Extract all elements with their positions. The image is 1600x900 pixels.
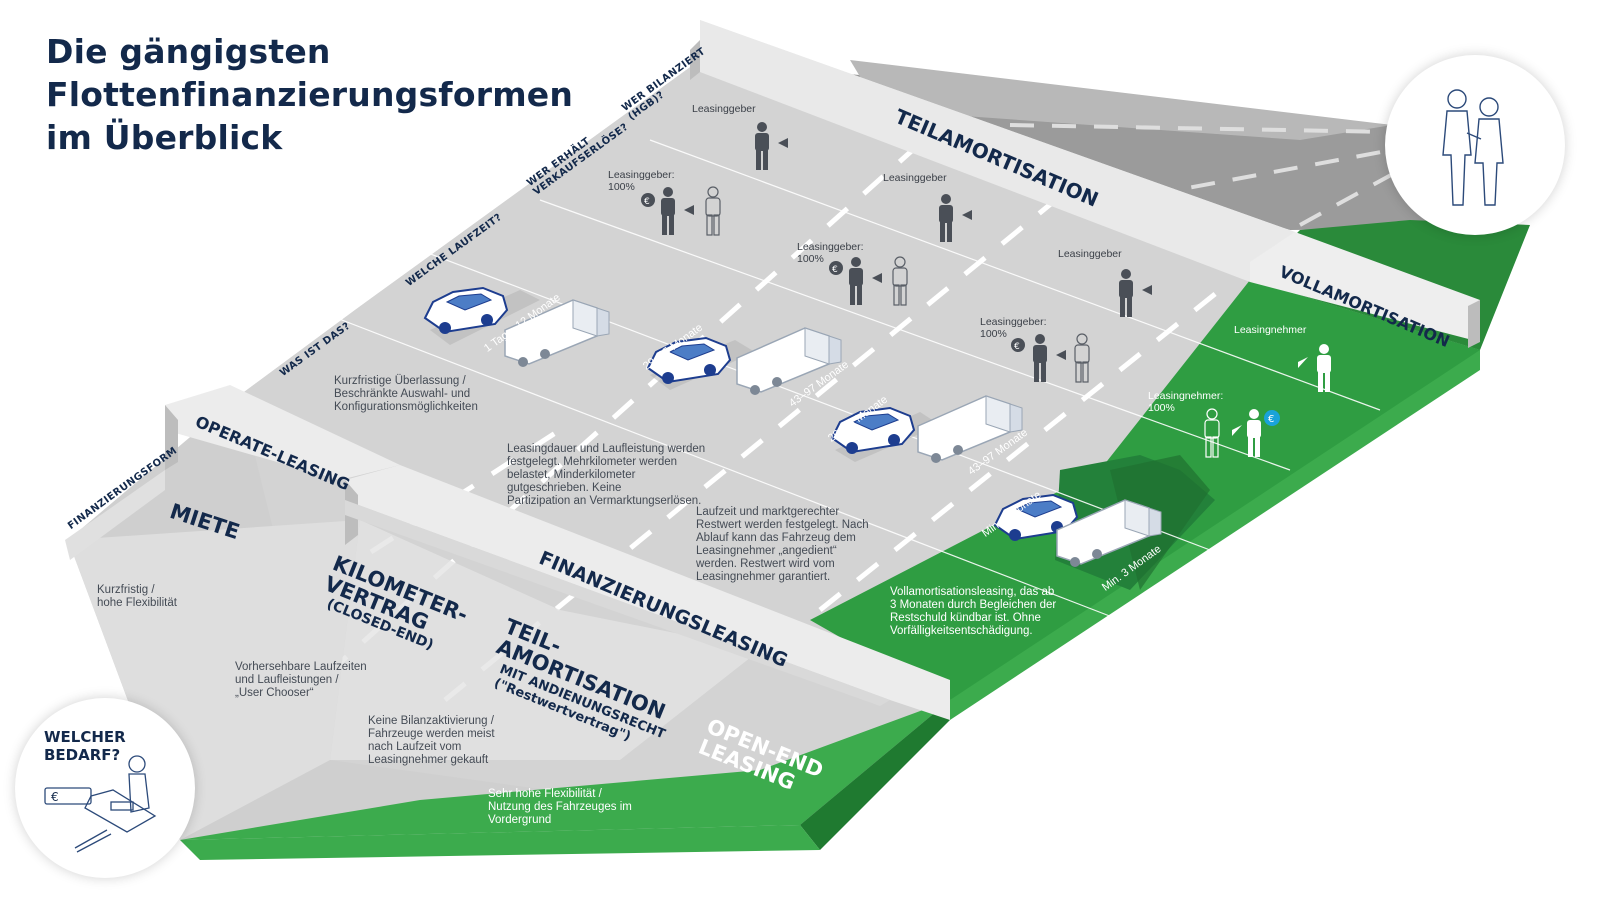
balance-teil-icon [1119, 269, 1152, 317]
desc-kilometer: Leasingdauer und Laufleistung werden fes… [507, 443, 706, 507]
svg-text:€: € [1268, 414, 1274, 425]
proceeds-openend: Leasingnehmer: 100% [1148, 390, 1224, 414]
svg-text:€: € [1014, 342, 1020, 352]
proceeds-kilometer: Leasinggeber: 100% [797, 241, 864, 265]
balance-openend-icon [1298, 344, 1331, 392]
proceeds-miete: Leasinggeber: 100% [608, 169, 675, 193]
proceeds-teil: Leasinggeber: 100% [980, 316, 1047, 340]
page-title: Die gängigsten Flottenfinanzierungsforme… [46, 32, 574, 157]
bedarf-label: WELCHER BEDARF? [44, 728, 126, 764]
proceeds-teil-icons: € [1011, 333, 1090, 383]
proceeds-openend-icons: € [1204, 408, 1280, 458]
handshake-icon [1442, 89, 1504, 206]
proceeds-miete-icons: € [641, 186, 721, 236]
svg-text:€: € [832, 265, 838, 275]
desc-miete: Kurzfristige Überlassung / Beschränkte A… [334, 375, 478, 413]
handshake-circle [1385, 55, 1565, 235]
balance-miete-icon [755, 122, 788, 170]
balance-miete: Leasinggeber [692, 103, 756, 115]
desc-openend: Vollamortisationsleasing, das ab 3 Monat… [890, 586, 1057, 637]
svg-text:€: € [644, 197, 650, 207]
need-teil: Keine Bilanzaktivierung / Fahrzeuge werd… [368, 715, 495, 766]
balance-kilometer: Leasinggeber [883, 172, 947, 184]
need-openend: Sehr hohe Flexibilität / Nutzung des Fah… [488, 788, 632, 826]
proceeds-km-icons: € [829, 256, 908, 306]
need-miete: Kurzfristig / hohe Flexibilität [97, 584, 177, 609]
balance-teil: Leasinggeber [1058, 248, 1122, 260]
need-kilometer: Vorhersehbare Laufzeiten und Laufleistun… [235, 661, 367, 699]
desk-person-icon [44, 755, 157, 853]
bedarf-circle: € [15, 698, 195, 878]
desc-teil: Laufzeit und marktgerechter Restwert wer… [696, 506, 869, 583]
euro-tag: € [51, 790, 59, 804]
balance-openend: Leasingnehmer [1234, 324, 1307, 336]
balance-km-icon [939, 194, 972, 242]
